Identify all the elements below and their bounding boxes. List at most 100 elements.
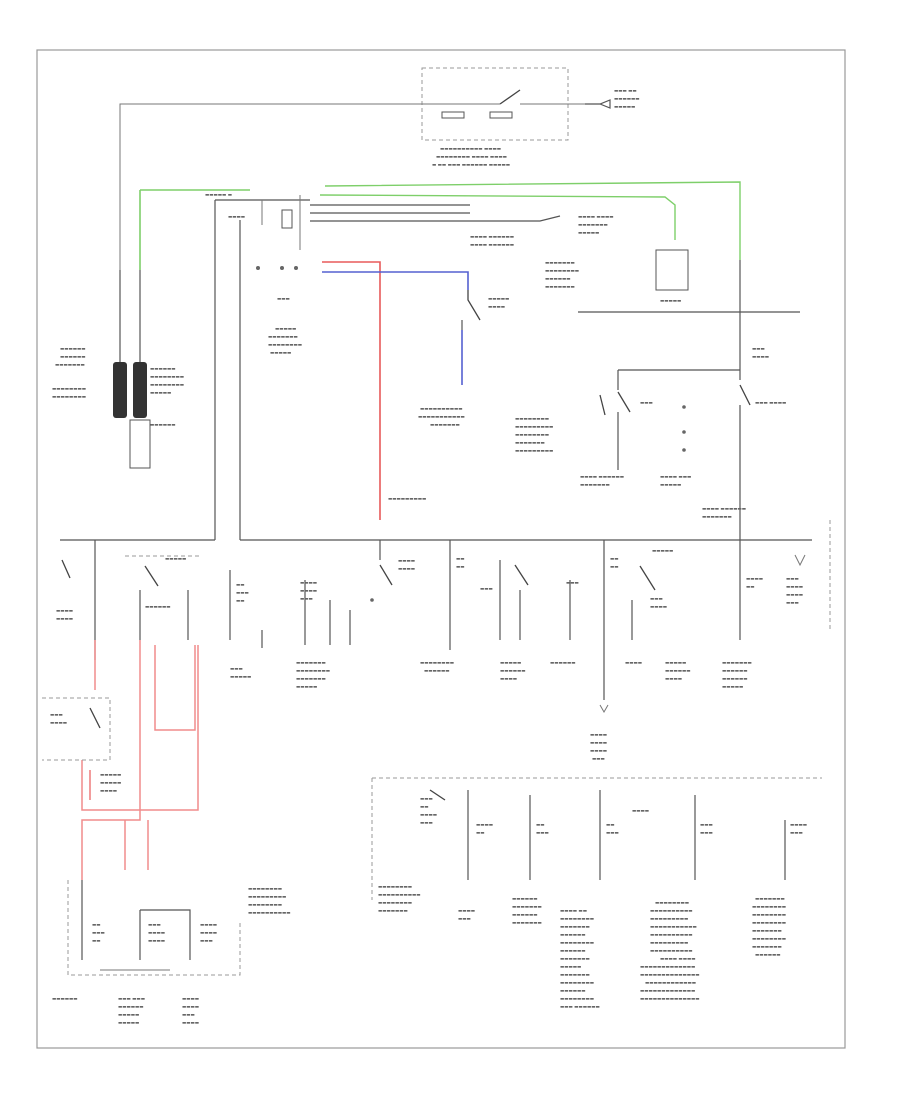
svg-text:▬▬▬▬▬▬▬: ▬▬▬▬▬▬▬ bbox=[296, 661, 326, 666]
svg-text:▬▬▬▬: ▬▬▬▬ bbox=[100, 789, 117, 794]
svg-text:▬▬▬: ▬▬▬ bbox=[420, 797, 433, 802]
svg-text:▬▬▬: ▬▬▬ bbox=[230, 667, 243, 672]
svg-text:▬▬▬▬: ▬▬▬▬ bbox=[420, 813, 437, 818]
svg-text:▬▬▬▬: ▬▬▬▬ bbox=[488, 305, 505, 310]
svg-text:▬▬▬▬▬: ▬▬▬▬▬ bbox=[665, 661, 686, 666]
svg-text:▬▬▬▬▬▬: ▬▬▬▬▬▬ bbox=[560, 933, 586, 938]
battery-fusible-links: ▬▬▬▬▬▬ ▬▬▬▬▬▬ ▬▬▬▬▬▬▬ ▬▬▬▬▬▬▬▬ ▬▬▬▬▬▬▬▬ … bbox=[52, 270, 184, 469]
svg-text:▬▬▬▬: ▬▬▬▬ bbox=[500, 677, 517, 682]
svg-text:▬▬▬▬▬▬▬▬▬▬▬▬▬: ▬▬▬▬▬▬▬▬▬▬▬▬▬ bbox=[640, 989, 695, 994]
svg-text:▬▬▬▬▬: ▬▬▬▬▬ bbox=[500, 661, 521, 666]
svg-text:▬▬▬▬ ▬▬▬▬▬▬: ▬▬▬▬ ▬▬▬▬▬▬ bbox=[470, 235, 514, 240]
svg-text:▬▬▬▬▬▬▬▬: ▬▬▬▬▬▬▬▬ bbox=[296, 669, 330, 674]
svg-text:▬▬▬▬▬▬: ▬▬▬▬▬▬ bbox=[550, 661, 576, 666]
svg-text:▬▬: ▬▬ bbox=[92, 923, 101, 928]
svg-text:▬▬▬▬▬: ▬▬▬▬▬ bbox=[660, 483, 681, 488]
svg-text:▬▬▬▬ ▬▬▬▬▬▬: ▬▬▬▬ ▬▬▬▬▬▬ bbox=[580, 475, 624, 480]
svg-text:▬▬▬▬▬▬▬: ▬▬▬▬▬▬▬ bbox=[578, 223, 608, 228]
top-link-wire bbox=[119, 103, 390, 270]
svg-text:▬▬▬: ▬▬▬ bbox=[480, 587, 493, 592]
blue-wire-switch: ▬▬▬▬▬ ▬▬▬▬ ▬▬▬▬▬▬▬▬▬▬ ▬▬▬▬▬▬▬▬▬▬▬ ▬▬▬▬▬▬… bbox=[418, 290, 509, 428]
svg-text:▬▬▬▬▬: ▬▬▬▬▬ bbox=[165, 557, 186, 562]
svg-text:▬▬▬▬▬▬▬▬: ▬▬▬▬▬▬▬▬ bbox=[52, 387, 86, 392]
svg-text:▬▬▬▬▬▬▬▬: ▬▬▬▬▬▬▬▬ bbox=[515, 433, 549, 438]
svg-text:▬▬: ▬▬ bbox=[236, 583, 245, 588]
svg-text:▬▬▬▬▬▬: ▬▬▬▬▬▬ bbox=[665, 669, 691, 674]
svg-text:▬▬▬▬▬▬▬▬▬▬: ▬▬▬▬▬▬▬▬▬▬ bbox=[650, 933, 693, 938]
svg-text:▬▬▬▬▬▬▬▬▬: ▬▬▬▬▬▬▬▬▬ bbox=[515, 425, 553, 430]
svg-text:▬▬▬: ▬▬▬ bbox=[790, 831, 803, 836]
svg-text:▬▬▬▬: ▬▬▬▬ bbox=[50, 721, 67, 726]
svg-text:▬▬▬: ▬▬▬ bbox=[786, 601, 799, 606]
svg-text:▬▬▬▬: ▬▬▬▬ bbox=[300, 581, 317, 586]
svg-text:▬▬▬▬: ▬▬▬▬ bbox=[632, 809, 649, 814]
svg-text:▬▬▬▬: ▬▬▬▬ bbox=[665, 677, 682, 682]
svg-text:▬▬▬▬▬▬: ▬▬▬▬▬▬ bbox=[722, 669, 748, 674]
svg-text:▬▬▬▬▬▬: ▬▬▬▬▬▬ bbox=[755, 953, 781, 958]
red-wire-main bbox=[322, 261, 381, 520]
svg-text:▬▬▬▬▬: ▬▬▬▬▬ bbox=[118, 1013, 139, 1018]
blue-wire-top bbox=[322, 271, 469, 290]
green-wire-top-right bbox=[324, 181, 741, 260]
svg-text:▬▬▬▬▬▬▬: ▬▬▬▬▬▬▬ bbox=[512, 905, 542, 910]
svg-text:▬▬▬▬: ▬▬▬▬ bbox=[200, 931, 217, 936]
svg-text:▬▬▬▬: ▬▬▬▬ bbox=[182, 997, 199, 1002]
svg-text:▬▬▬▬▬▬: ▬▬▬▬▬▬ bbox=[60, 355, 86, 360]
svg-text:▬▬▬▬▬ ▬: ▬▬▬▬▬ ▬ bbox=[205, 193, 232, 198]
svg-text:▬▬▬▬▬▬▬: ▬▬▬▬▬▬▬ bbox=[378, 909, 408, 914]
svg-text:▬▬: ▬▬ bbox=[606, 823, 615, 828]
svg-text:▬▬▬▬: ▬▬▬▬ bbox=[625, 661, 642, 666]
svg-text:▬▬▬▬▬: ▬▬▬▬▬ bbox=[560, 965, 581, 970]
svg-text:▬▬▬▬▬▬▬▬: ▬▬▬▬▬▬▬▬ bbox=[560, 941, 594, 946]
svg-text:▬▬▬▬: ▬▬▬▬ bbox=[746, 577, 763, 582]
svg-text:▬▬: ▬▬ bbox=[92, 939, 101, 944]
svg-text:▬▬▬▬▬▬▬▬: ▬▬▬▬▬▬▬▬ bbox=[515, 417, 549, 422]
svg-text:▬▬▬▬ ▬▬▬▬: ▬▬▬▬ ▬▬▬▬ bbox=[660, 957, 695, 962]
svg-text:▬▬▬▬▬▬▬▬: ▬▬▬▬▬▬▬▬ bbox=[268, 343, 302, 348]
svg-text:▬▬▬▬▬▬: ▬▬▬▬▬▬ bbox=[118, 1005, 144, 1010]
svg-text:▬▬▬▬ ▬▬▬▬: ▬▬▬▬ ▬▬▬▬ bbox=[578, 215, 613, 220]
svg-text:▬▬▬▬: ▬▬▬▬ bbox=[56, 609, 73, 614]
svg-text:▬▬▬▬: ▬▬▬▬ bbox=[786, 593, 803, 598]
svg-text:▬▬▬▬: ▬▬▬▬ bbox=[590, 733, 607, 738]
svg-text:▬▬▬▬▬▬▬: ▬▬▬▬▬▬▬ bbox=[560, 973, 590, 978]
svg-text:▬▬▬▬▬▬: ▬▬▬▬▬▬ bbox=[150, 367, 176, 372]
svg-text:▬▬▬▬▬▬▬▬: ▬▬▬▬▬▬▬▬ bbox=[752, 905, 786, 910]
svg-text:▬▬▬▬ ▬▬▬▬▬▬: ▬▬▬▬ ▬▬▬▬▬▬ bbox=[470, 243, 514, 248]
svg-text:▬▬▬▬▬▬▬▬: ▬▬▬▬▬▬▬▬ bbox=[560, 917, 594, 922]
svg-text:▬▬▬▬: ▬▬▬▬ bbox=[398, 567, 415, 572]
svg-text:▬▬▬: ▬▬▬ bbox=[606, 831, 619, 836]
svg-text:▬▬▬▬▬▬▬: ▬▬▬▬▬▬▬ bbox=[752, 929, 782, 934]
bottom-right-fuse-block: ▬▬▬ ▬▬ ▬▬▬▬ ▬▬▬ ▬▬▬▬ ▬▬ ▬▬ ▬▬▬ ▬▬ ▬▬▬ ▬▬… bbox=[371, 777, 822, 1010]
svg-text:▬▬▬▬▬: ▬▬▬▬▬ bbox=[118, 1021, 139, 1026]
svg-text:▬▬▬: ▬▬▬ bbox=[536, 831, 549, 836]
svg-text:▬▬▬▬: ▬▬▬▬ bbox=[398, 559, 415, 564]
svg-text:▬▬▬ ▬▬▬▬▬▬: ▬▬▬ ▬▬▬▬▬▬ bbox=[560, 1005, 600, 1010]
generator-relay-section: ▬▬▬▬▬ ▬▬▬▬▬▬▬ ▬▬▬▬▬▬▬▬ ▬▬▬▬▬▬ ▬▬▬▬▬▬▬ ▬▬… bbox=[515, 249, 800, 540]
svg-text:▬▬▬▬▬▬▬▬▬▬: ▬▬▬▬▬▬▬▬▬▬ bbox=[378, 893, 421, 898]
svg-text:▬▬▬▬: ▬▬▬▬ bbox=[200, 923, 217, 928]
svg-text:▬▬▬▬▬: ▬▬▬▬▬ bbox=[100, 781, 121, 786]
svg-text:▬▬▬: ▬▬▬ bbox=[700, 823, 713, 828]
svg-text:▬▬▬▬▬▬▬▬▬▬▬▬▬▬: ▬▬▬▬▬▬▬▬▬▬▬▬▬▬ bbox=[640, 997, 700, 1002]
svg-text:▬▬▬▬▬▬▬▬▬▬: ▬▬▬▬▬▬▬▬▬▬ bbox=[650, 949, 693, 954]
svg-text:▬▬▬▬▬▬▬: ▬▬▬▬▬▬▬ bbox=[755, 897, 785, 902]
svg-text:▬▬▬▬▬▬▬▬: ▬▬▬▬▬▬▬▬ bbox=[545, 269, 579, 274]
svg-text:▬▬▬▬: ▬▬▬▬ bbox=[786, 585, 803, 590]
svg-text:▬▬▬▬▬▬▬: ▬▬▬▬▬▬▬ bbox=[515, 441, 545, 446]
green-wire-to-generator bbox=[319, 194, 676, 240]
svg-text:▬▬▬▬▬▬▬▬▬▬▬: ▬▬▬▬▬▬▬▬▬▬▬ bbox=[650, 925, 697, 930]
svg-text:▬▬▬▬▬▬▬▬▬: ▬▬▬▬▬▬▬▬▬ bbox=[515, 449, 553, 454]
svg-text:▬▬▬▬▬▬: ▬▬▬▬▬▬ bbox=[52, 997, 78, 1002]
svg-text:▬▬▬▬: ▬▬▬▬ bbox=[148, 931, 165, 936]
svg-text:▬▬▬▬▬▬▬▬: ▬▬▬▬▬▬▬▬ bbox=[752, 921, 786, 926]
svg-text:▬▬▬▬▬: ▬▬▬▬▬ bbox=[296, 685, 317, 690]
pink-lower-left-wiring: ▬▬▬ ▬▬▬▬ ▬▬▬▬▬ ▬▬▬▬▬ ▬▬▬▬ bbox=[42, 640, 199, 880]
svg-text:▬▬▬▬: ▬▬▬▬ bbox=[590, 741, 607, 746]
svg-text:▬▬▬▬▬▬▬▬: ▬▬▬▬▬▬▬▬ bbox=[378, 901, 412, 906]
svg-text:▬▬▬▬▬▬▬: ▬▬▬▬▬▬▬ bbox=[268, 335, 298, 340]
svg-text:▬▬: ▬▬ bbox=[746, 585, 755, 590]
svg-text:▬▬▬▬: ▬▬▬▬ bbox=[148, 939, 165, 944]
svg-text:▬▬▬: ▬▬▬ bbox=[200, 939, 213, 944]
